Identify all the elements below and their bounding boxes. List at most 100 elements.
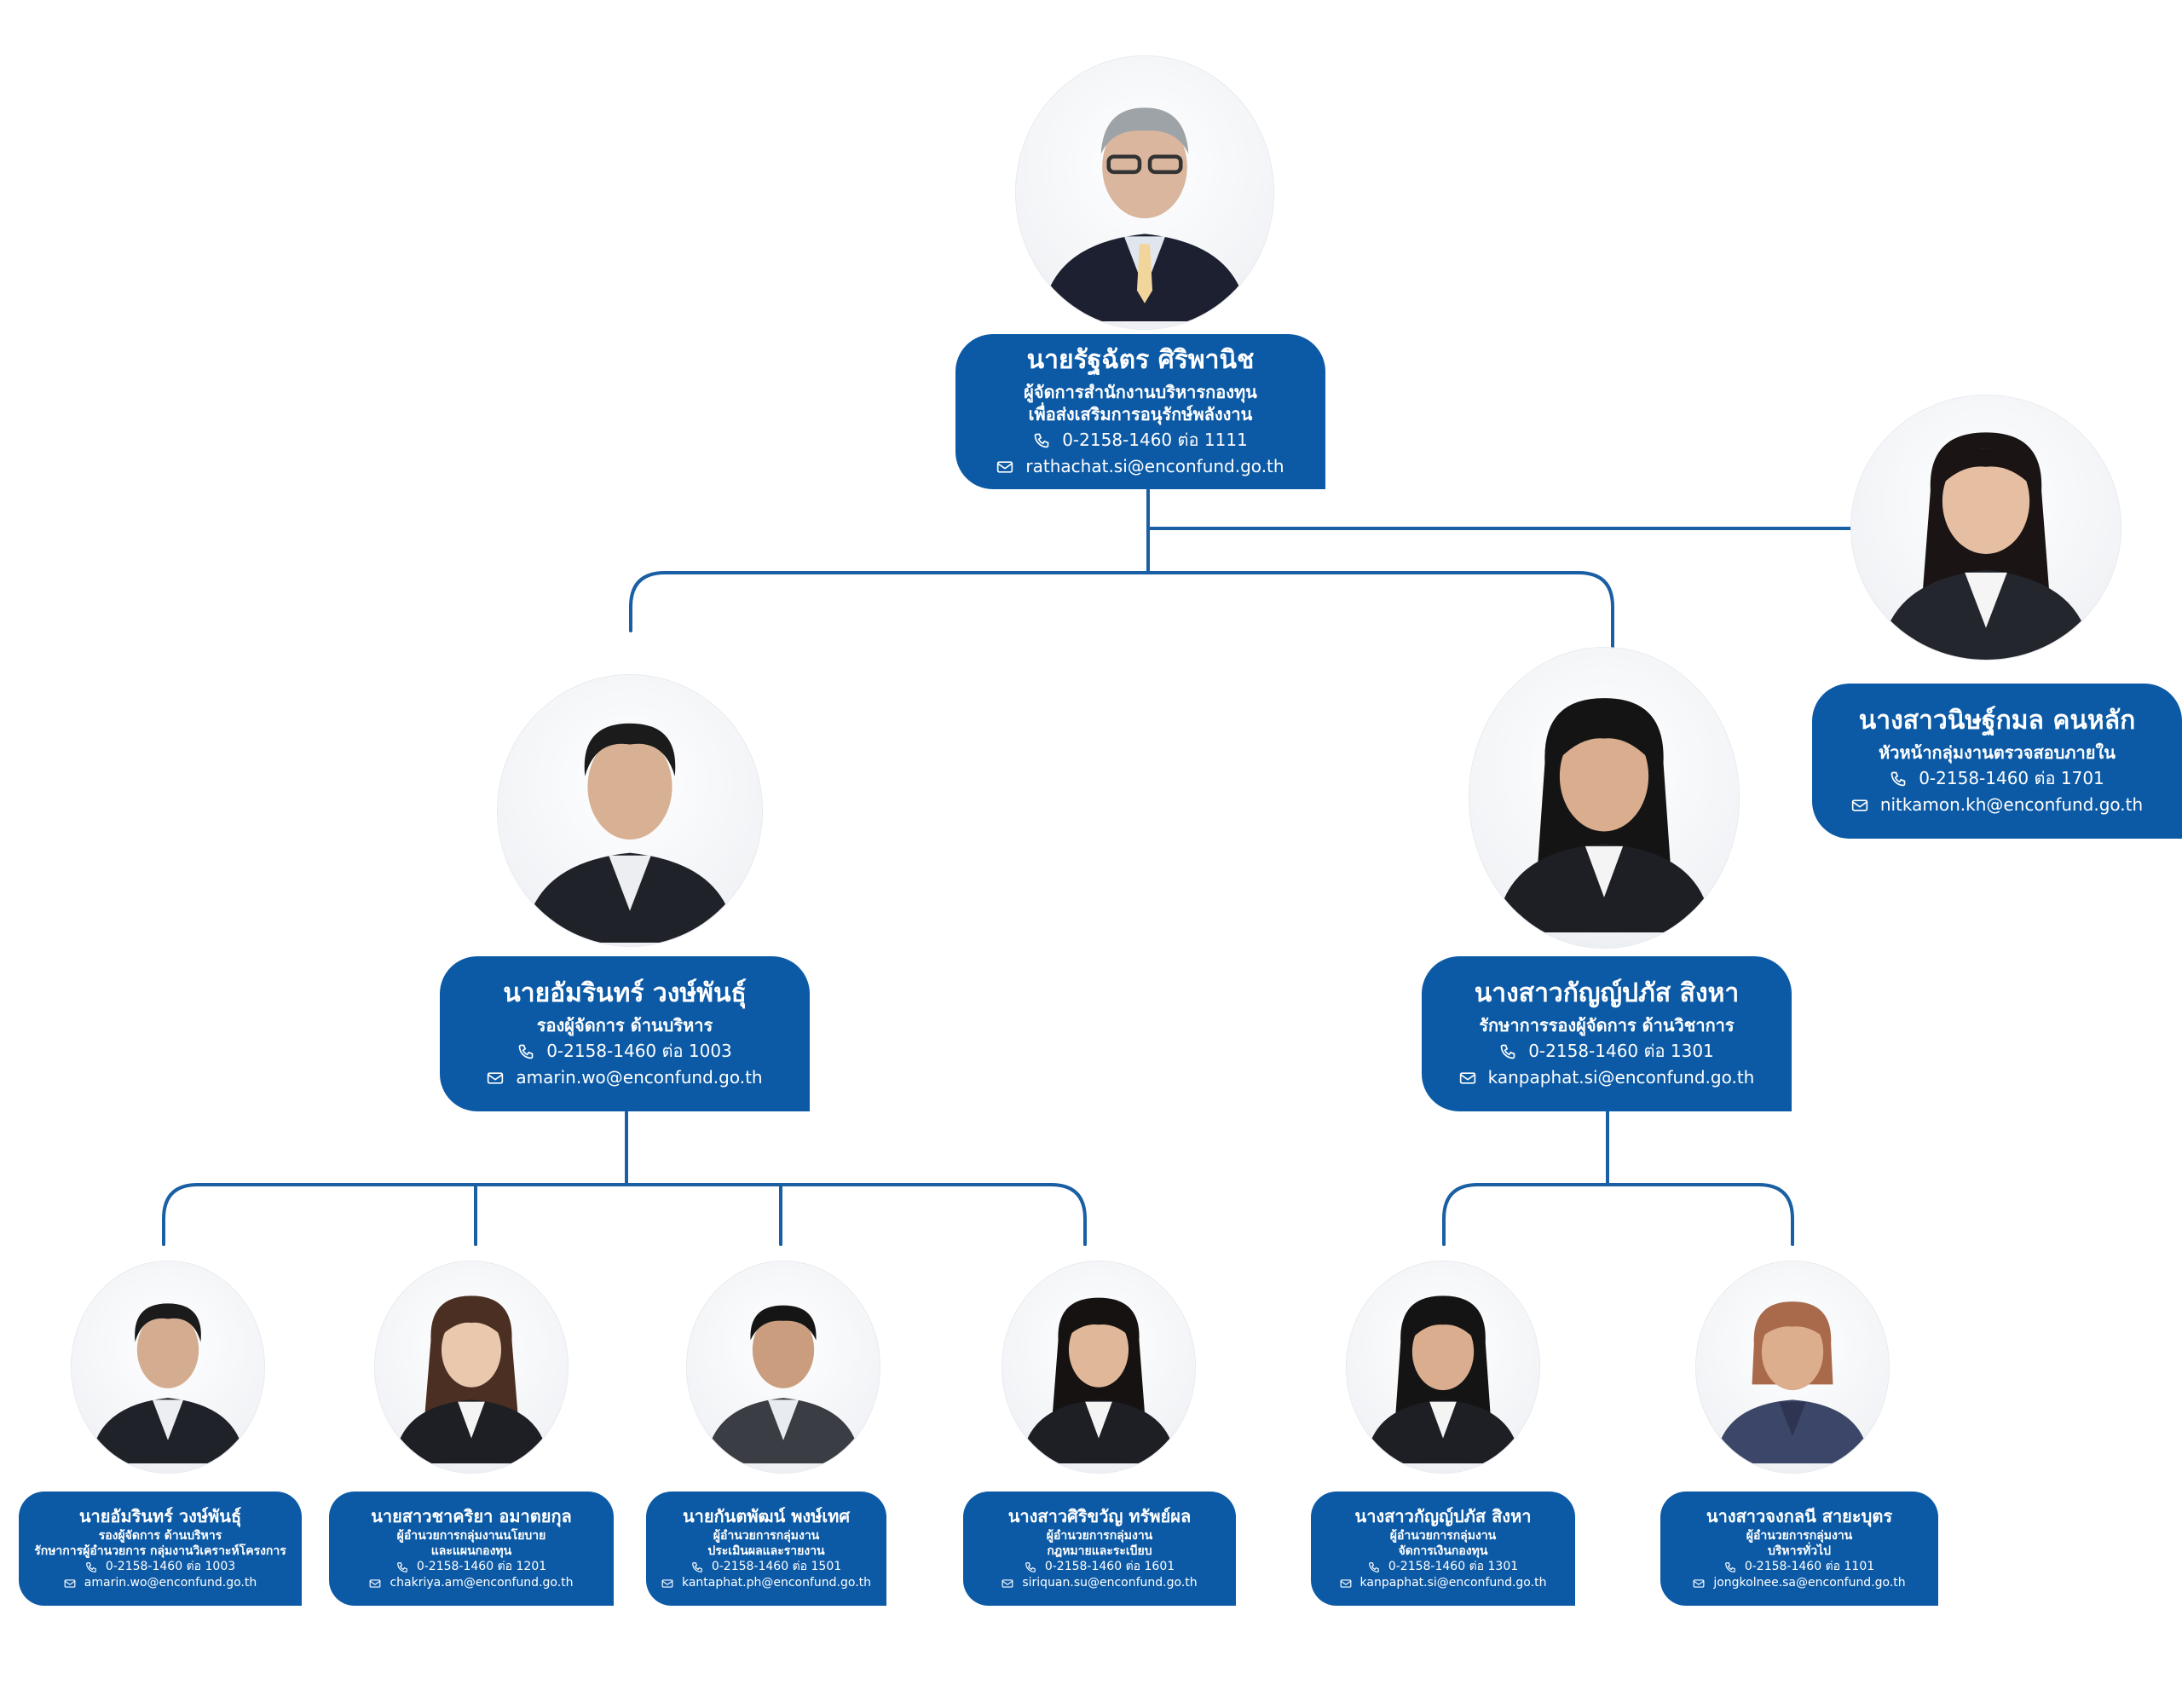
- deputy-admin-phone: 0-2158-1460 ต่อ 1003: [517, 1040, 732, 1063]
- person-silhouette-icon: [1880, 432, 2092, 660]
- staff-2-photo: [375, 1261, 568, 1473]
- deputy-admin-photo: [498, 675, 762, 946]
- staff-4-position-line-2: กฎหมายและระเบียบ: [1047, 1544, 1152, 1559]
- staff-6-position-line-2: บริหารทั่วไป: [1767, 1544, 1832, 1559]
- deputy-academic-phone-text: 0-2158-1460 ต่อ 1301: [1528, 1041, 1714, 1061]
- staff-2-phone-text: 0-2158-1460 ต่อ 1201: [416, 1560, 547, 1574]
- staff-5-position-line-2: จัดการเงินกองทุน: [1398, 1544, 1488, 1559]
- staff-1-card: นายอัมรินทร์ วงษ์พันธุ์ รองผู้จัดการ ด้า…: [19, 1492, 302, 1606]
- person-silhouette-icon: [1365, 1295, 1521, 1463]
- deputy-academic-card: นางสาวกัญญ์ปภัส สิงหา รักษาการรองผู้จัดก…: [1422, 956, 1792, 1111]
- deputy-admin-position: รองผู้จัดการ ด้านบริหาร: [536, 1015, 713, 1036]
- staff-4-name: นางสาวศิริขวัญ ทรัพย์ผล: [1007, 1505, 1192, 1526]
- staff-5-photo: [1347, 1261, 1539, 1473]
- email-icon: [64, 1578, 76, 1588]
- deputy-academic-name: นางสาวกัญญ์ปภัส สิงหา: [1474, 978, 1740, 1008]
- staff-3-position-line-2: ประเมินผลและรายงาน: [707, 1544, 825, 1559]
- phone-icon: [1725, 1561, 1735, 1572]
- staff-2-phone: 0-2158-1460 ต่อ 1201: [396, 1559, 546, 1575]
- director-email-text: rathachat.si@enconfund.go.th: [1025, 456, 1284, 476]
- email-icon: [1459, 1071, 1475, 1084]
- deputy-academic-email[interactable]: kanpaphat.si@enconfund.go.th: [1459, 1066, 1755, 1089]
- director-position-line-2: เพื่อส่งเสริมการอนุรักษ์พลังงาน: [1028, 404, 1253, 424]
- email-icon: [1851, 799, 1867, 811]
- deputy-admin-email[interactable]: amarin.wo@enconfund.go.th: [487, 1066, 763, 1089]
- staff-3-photo: [687, 1261, 880, 1473]
- email-icon: [1693, 1578, 1705, 1588]
- staff-6-name: นางสาวจงกลนี สายะบุตร: [1706, 1505, 1893, 1526]
- director-photo: [1016, 56, 1273, 329]
- staff-4-phone-text: 0-2158-1460 ต่อ 1601: [1044, 1560, 1175, 1574]
- email-icon: [1340, 1578, 1351, 1588]
- staff-5-position-line-1: ผู้อำนวยการกลุ่มงาน: [1389, 1528, 1497, 1543]
- staff-3-phone-text: 0-2158-1460 ต่อ 1501: [711, 1560, 842, 1574]
- staff-4-card: นางสาวศิริขวัญ ทรัพย์ผล ผู้อำนวยการกลุ่ม…: [963, 1492, 1236, 1606]
- deputy-admin-email-text: amarin.wo@enconfund.go.th: [516, 1067, 763, 1088]
- phone-icon: [1034, 433, 1049, 447]
- phone-icon: [518, 1044, 534, 1059]
- staff-2-email-text: chakriya.am@enconfund.go.th: [390, 1576, 574, 1590]
- director-phone: 0-2158-1460 ต่อ 1111: [1033, 429, 1248, 452]
- staff-3-email[interactable]: kantaphat.ph@enconfund.go.th: [661, 1575, 871, 1591]
- deputy-admin-name: นายอัมรินทร์ วงษ์พันธุ์: [503, 978, 747, 1008]
- person-silhouette-icon: [1715, 1301, 1870, 1463]
- director-card: นายรัฐฉัตร ศิริพานิช ผู้จัดการสำนักงานบร…: [955, 334, 1325, 489]
- staff-5-email-text: kanpaphat.si@enconfund.go.th: [1359, 1576, 1547, 1590]
- deputy-academic-email-text: kanpaphat.si@enconfund.go.th: [1487, 1067, 1755, 1088]
- staff-2-email[interactable]: chakriya.am@enconfund.go.th: [369, 1575, 574, 1591]
- staff-3-position-line-1: ผู้อำนวยการกลุ่มงาน: [713, 1528, 820, 1543]
- staff-2-name: นายสาวชาคริยา อมาตยกุล: [371, 1505, 572, 1526]
- connector-admin-bar: [162, 1183, 1087, 1246]
- staff-2-position-line-1: ผู้อำนวยการกลุ่มงานนโยบาย: [396, 1528, 546, 1543]
- person-silhouette-icon: [524, 723, 736, 943]
- staff-1-email[interactable]: amarin.wo@enconfund.go.th: [64, 1575, 257, 1591]
- staff-1-photo: [72, 1261, 264, 1473]
- deputy-academic-phone: 0-2158-1460 ต่อ 1301: [1499, 1040, 1714, 1063]
- email-icon: [1002, 1578, 1013, 1588]
- director-email[interactable]: rathachat.si@enconfund.go.th: [996, 455, 1284, 478]
- audit-name: นางสาวนิษฐ์กมล คนหลัก: [1858, 706, 2136, 736]
- director-position-line-1: ผู้จัดการสำนักงานบริหารกองทุน: [1024, 382, 1257, 402]
- staff-5-email[interactable]: kanpaphat.si@enconfund.go.th: [1340, 1575, 1547, 1591]
- staff-2-position-line-2: และแผนกองทุน: [430, 1544, 512, 1559]
- person-silhouette-icon: [1021, 1297, 1176, 1463]
- connector-level2-bar: [629, 571, 1614, 651]
- person-silhouette-icon: [706, 1305, 861, 1463]
- staff-4-email-text: siriquan.su@enconfund.go.th: [1022, 1576, 1198, 1590]
- staff-1-email-text: amarin.wo@enconfund.go.th: [84, 1576, 257, 1590]
- staff-6-phone-text: 0-2158-1460 ต่อ 1101: [1744, 1560, 1875, 1574]
- staff-1-phone: 0-2158-1460 ต่อ 1003: [85, 1559, 235, 1575]
- person-silhouette-icon: [1496, 698, 1712, 932]
- staff-4-phone: 0-2158-1460 ต่อ 1601: [1025, 1559, 1175, 1575]
- phone-icon: [86, 1561, 96, 1572]
- email-icon: [997, 460, 1013, 473]
- email-icon: [370, 1578, 381, 1588]
- deputy-academic-position: รักษาการรองผู้จัดการ ด้านวิชาการ: [1479, 1015, 1735, 1036]
- audit-photo: [1851, 395, 2121, 660]
- staff-6-email[interactable]: jongkolnee.sa@enconfund.go.th: [1693, 1575, 1906, 1591]
- staff-3-card: นายกันตพัฒน์ พงษ์เทศ ผู้อำนวยการกลุ่มงาน…: [646, 1492, 886, 1606]
- person-silhouette-icon: [394, 1295, 549, 1463]
- staff-3-phone: 0-2158-1460 ต่อ 1501: [691, 1559, 841, 1575]
- phone-icon: [1890, 771, 1906, 786]
- email-icon: [661, 1578, 673, 1588]
- audit-phone: 0-2158-1460 ต่อ 1701: [1890, 767, 2104, 790]
- deputy-academic-photo: [1469, 648, 1739, 948]
- staff-5-card: นางสาวกัญญ์ปภัส สิงหา ผู้อำนวยการกลุ่มงา…: [1311, 1492, 1575, 1606]
- staff-5-name: นางสาวกัญญ์ปภัส สิงหา: [1354, 1505, 1532, 1526]
- staff-1-phone-text: 0-2158-1460 ต่อ 1003: [105, 1560, 236, 1574]
- phone-icon: [1500, 1044, 1515, 1059]
- audit-email[interactable]: nitkamon.kh@enconfund.go.th: [1851, 793, 2143, 816]
- deputy-admin-phone-text: 0-2158-1460 ต่อ 1003: [546, 1041, 732, 1061]
- staff-6-card: นางสาวจงกลนี สายะบุตร ผู้อำนวยการกลุ่มงา…: [1660, 1492, 1938, 1606]
- staff-1-name: นายอัมรินทร์ วงษ์พันธุ์: [78, 1505, 242, 1526]
- staff-1-position-line-1: รองผู้จัดการ ด้านบริหาร: [98, 1528, 222, 1543]
- person-silhouette-icon: [1042, 107, 1248, 321]
- email-icon: [488, 1071, 504, 1084]
- audit-position: หัวหน้ากลุ่มงานตรวจสอบภายใน: [1879, 742, 2116, 763]
- audit-phone-text: 0-2158-1460 ต่อ 1701: [1919, 768, 2104, 788]
- person-silhouette-icon: [90, 1303, 245, 1463]
- staff-4-email[interactable]: siriquan.su@enconfund.go.th: [1002, 1575, 1198, 1591]
- staff-2-card: นายสาวชาคริยา อมาตยกุล ผู้อำนวยการกลุ่มง…: [329, 1492, 614, 1606]
